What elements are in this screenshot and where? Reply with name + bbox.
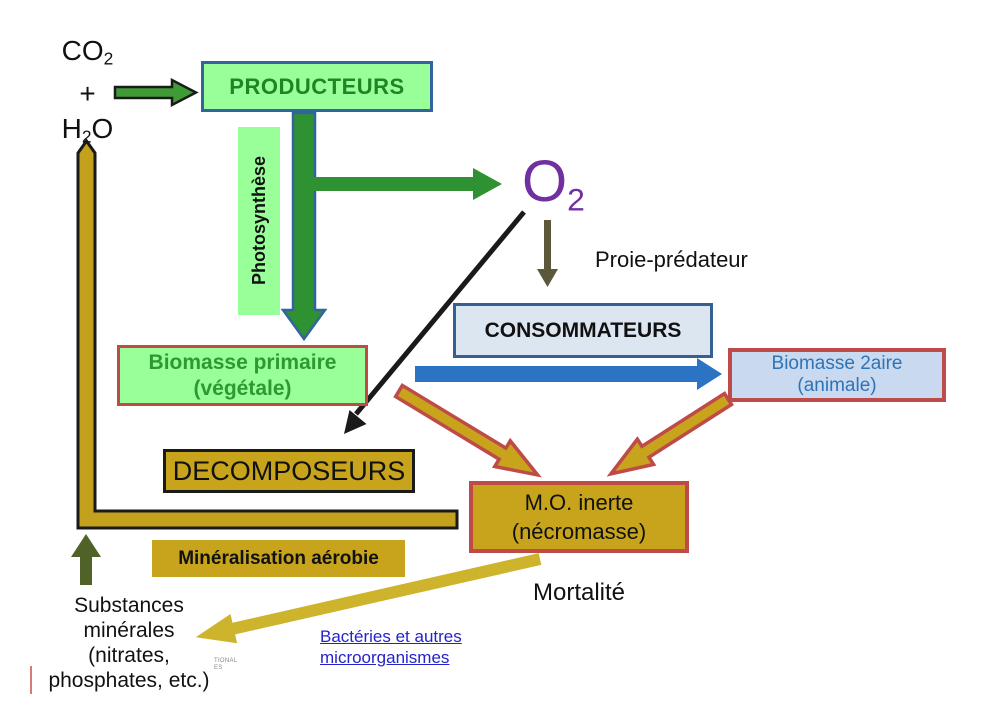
producteurs-to-biomasse-arrow (280, 111, 328, 342)
producteurs-label: PRODUCTEURS (229, 73, 405, 99)
substances-line1: Substances (74, 594, 184, 617)
mo-to-substances-arrow (195, 553, 542, 644)
substances-minerales-label: Substances minérales (nitrates, phosphat… (33, 593, 225, 693)
biomasse-primaire-line1: Biomasse primaire (148, 350, 337, 374)
recycle-to-h2o-arrow (76, 138, 459, 530)
o2-to-consommateurs-arrow (537, 220, 558, 287)
plus-sign: + (79, 78, 96, 110)
co2-to-producteurs-arrow (113, 77, 199, 108)
o2-to-decomposeurs-line (354, 210, 526, 416)
decomposeurs-label: DECOMPOSEURS (172, 455, 406, 486)
co2-h2o-label: CO2 + H2O (30, 33, 145, 155)
producteurs-box: PRODUCTEURS (201, 61, 433, 112)
co2-formula: CO2 (61, 35, 114, 69)
substances-line3: (nitrates, (88, 644, 170, 667)
o2-subscript: 2 (567, 181, 585, 218)
bacteries-link-line2[interactable]: microorganismes (320, 648, 450, 667)
co2-subscript: 2 (103, 48, 114, 69)
proie-predateur-label: Proie-prédateur (595, 247, 748, 272)
mortalite-label: Mortalité (533, 579, 626, 606)
substances-line4: phosphates, etc.) (48, 669, 210, 692)
mo-inerte-line2: (nécromasse) (511, 519, 647, 544)
o2-label: O2 (522, 149, 585, 218)
h2o-formula: H2O (61, 113, 114, 147)
biomasse-primaire-to-mo-arrow (393, 383, 542, 478)
substances-line2: minérales (83, 619, 175, 642)
bacteries-link[interactable]: Bactéries et autres microorganismes (320, 626, 462, 668)
producteurs-to-o2-arrow (310, 168, 502, 200)
watermark-text: TIONAL ES (214, 658, 238, 671)
h2o-subscript: 2 (81, 126, 92, 147)
mo-inerte-line1: M.O. inerte (524, 490, 634, 515)
bacteries-link-line1[interactable]: Bactéries et autres (320, 627, 462, 646)
biomasse-primaire-box: Biomasse primaire (végétale) (117, 345, 368, 406)
biomasse-2aire-box: Biomasse 2aire (animale) (728, 348, 946, 402)
mo-inerte-box: M.O. inerte (nécromasse) (469, 481, 689, 553)
mineralisation-box: Minéralisation aérobie (152, 540, 405, 577)
consommateurs-box: CONSOMMATEURS (453, 303, 713, 358)
biomasse-2aire-to-mo-arrow (606, 391, 734, 477)
photosynthese-label: Photosynthèse (248, 156, 269, 286)
mineralisation-label: Minéralisation aérobie (178, 547, 379, 569)
consommateurs-label: CONSOMMATEURS (484, 318, 682, 342)
biomasse-to-2aire-arrow (415, 358, 722, 390)
substances-up-arrow (71, 534, 101, 585)
decomposeurs-box: DECOMPOSEURS (163, 449, 415, 493)
biomasse-2aire-line1: Biomasse 2aire (771, 353, 903, 374)
photosynthese-box: Photosynthèse (238, 127, 280, 315)
biomasse-primaire-line2: (végétale) (193, 376, 292, 400)
red-tick-mark (30, 666, 32, 694)
biomasse-2aire-line2: (animale) (797, 375, 877, 396)
o2-to-decomposeurs-arrowhead (344, 410, 367, 434)
